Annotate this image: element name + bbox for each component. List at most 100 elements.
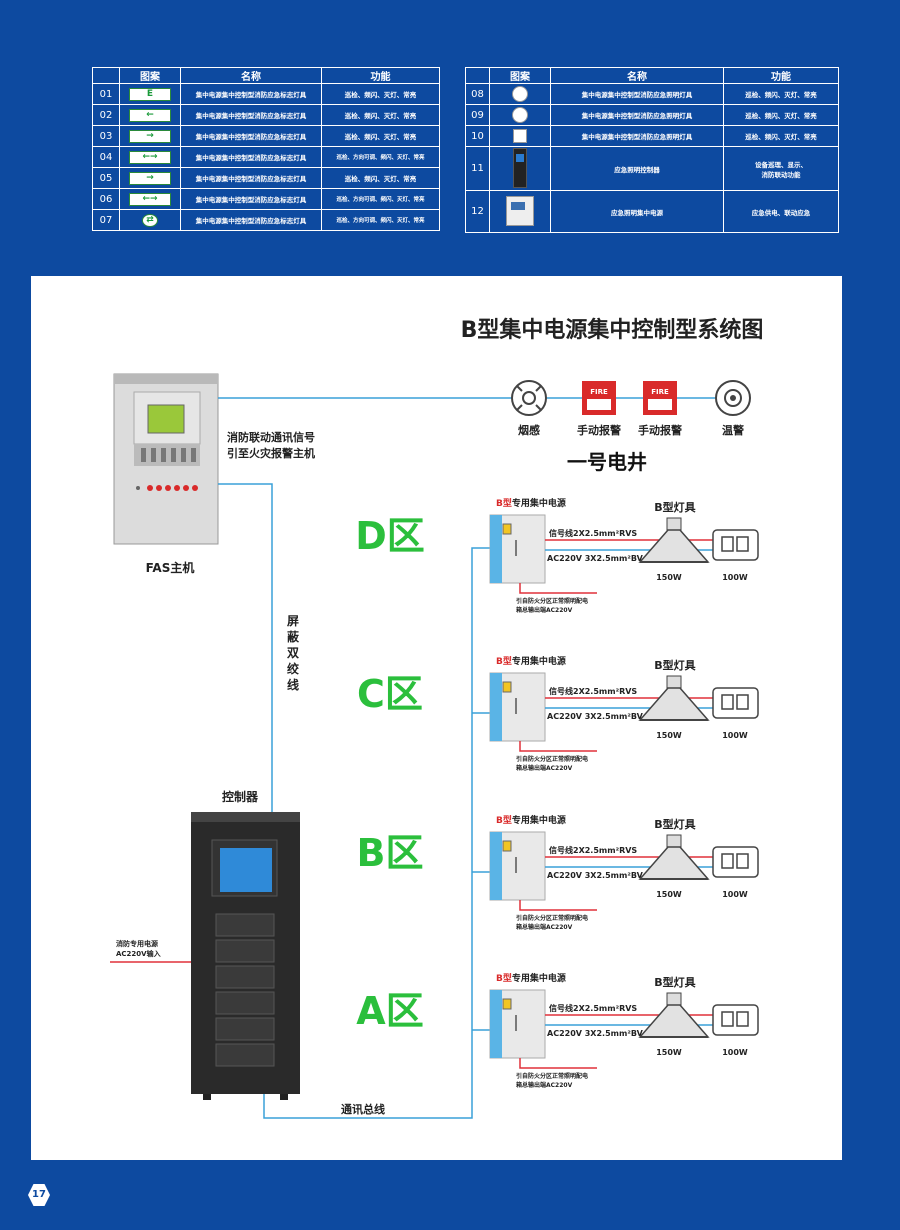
signal-line-label: 信号线2X2.5mm²RVS [549, 528, 637, 538]
power-supply-stripe [490, 990, 502, 1058]
lamp-wattage: 150W [656, 731, 682, 740]
row-function-line1: 设备巡理、显示、 [755, 160, 807, 169]
signal-line-label: 信号线2X2.5mm²RVS [549, 845, 637, 855]
sign-wattage: 100W [722, 573, 748, 582]
signal-line-label: 信号线2X2.5mm²RVS [549, 686, 637, 696]
lamp-label: B型灯具 [654, 817, 695, 831]
device-label: 手动报警 [638, 423, 682, 437]
system-diagram: B型集中电源集中控制型系统图 FAS主机 消防联动通讯信号 引至火灾报警主机 F… [110, 317, 764, 1119]
alarm-fire-text: FIRE [590, 388, 608, 396]
zone-label: A区 [356, 989, 423, 1033]
row-function: 巡检、频闪、灭灯、常亮 [321, 125, 440, 147]
bus-label: 通讯总线 [341, 1102, 385, 1116]
row-number: 01 [92, 83, 120, 105]
power-line-label: AC220V 3X2.5mm²BV [547, 1029, 644, 1038]
header-pattern: 图案 [119, 67, 181, 84]
row-name: 集中电源集中控制型消防应急标志灯具 [180, 83, 322, 105]
twisted-pair-line [218, 483, 273, 812]
zone-label: C区 [357, 672, 423, 716]
row-number: 06 [92, 188, 120, 210]
row-function: 巡检、频闪、灭灯、常亮 [723, 83, 839, 105]
lamp-cap [666, 517, 682, 531]
light-cell-left [721, 853, 734, 869]
lamp-wattage: 150W [656, 1048, 682, 1057]
device-label: 温警 [722, 423, 744, 437]
mains-wire [519, 583, 597, 594]
sign-wattage: 100W [722, 731, 748, 740]
row-name: 集中电源集中控制型消防应急照明灯具 [550, 125, 724, 147]
row-function: 巡检、频闪、灭灯、常亮 [723, 125, 839, 147]
alarm-fire-text: FIRE [651, 388, 669, 396]
row-number: 03 [92, 125, 120, 147]
row-number: 11 [465, 146, 490, 191]
power-supply-indicator [502, 998, 512, 1010]
mains-wire [519, 741, 597, 752]
power-line-label: AC220V 3X2.5mm²BV [547, 871, 644, 880]
square-light-icon [489, 125, 551, 147]
device-label: 烟感 [518, 423, 540, 437]
fas-signal-line1: 消防联动通讯信号 [227, 430, 315, 444]
table-row: 02←集中电源集中控制型消防应急标志灯具巡检、频闪、灭灯、常亮 [92, 104, 440, 126]
arrow-right-sign-icon: → [119, 167, 181, 189]
lamp-cap [666, 675, 682, 689]
power-supply-stripe [490, 673, 502, 741]
header-name: 名称 [550, 67, 724, 84]
table-row: 04←→集中电源集中控制型消防应急标志灯具巡检、方向可调、频闪、灭灯、常亮 [92, 146, 440, 168]
power-supply-indicator [502, 523, 512, 535]
power-supply-label: B型专用集中电源 [496, 497, 566, 509]
row-function: 巡检、方向可调、频闪、灭灯、常亮 [321, 146, 440, 168]
row-function: 应急供电、联动应急 [723, 190, 839, 233]
light-cell-right [736, 536, 749, 552]
lamp-label: B型灯具 [654, 500, 695, 514]
controller-label: 控制器 [222, 789, 259, 804]
zone-label: B区 [357, 831, 424, 875]
row-function: 巡检、方向可调、频闪、灭灯、常亮 [321, 209, 440, 231]
row-name: 应急照明控制器 [550, 146, 724, 191]
mains-note-line2: 箱总输出端AC220V [516, 764, 573, 772]
light-cell-left [721, 1011, 734, 1027]
high-bay-lamp-icon [638, 1004, 710, 1038]
row-name: 集中电源集中控制型消防应急标志灯具 [180, 104, 322, 126]
twisted-pair-label-char: 绞 [287, 661, 299, 676]
diagram-panel: B型集中电源集中控制型系统图 FAS主机 消防联动通讯信号 引至火灾报警主机 F… [31, 276, 842, 1160]
round-light-icon [489, 104, 551, 126]
exit-sign-icon: E [119, 83, 181, 105]
power-box-icon [489, 190, 551, 233]
shaft-label: 一号电井 [567, 450, 647, 474]
mains-wire [519, 1058, 597, 1069]
sign-wattage: 100W [722, 1048, 748, 1057]
signal-line-label: 信号线2X2.5mm²RVS [549, 1003, 637, 1013]
mains-wire [519, 900, 597, 911]
controller-screen [220, 848, 272, 892]
lamp-cap [666, 834, 682, 848]
lamp-wattage: 150W [656, 890, 682, 899]
header-function: 功能 [723, 67, 839, 84]
bidirectional-sign-icon: ←→ [119, 146, 181, 168]
high-bay-lamp-icon [638, 687, 710, 721]
row-number: 04 [92, 146, 120, 168]
round-light-icon [489, 83, 551, 105]
row-function: 巡检、频闪、灭灯、常亮 [321, 104, 440, 126]
emergency-light-icon [712, 1004, 759, 1036]
mains-note-line2: 箱总输出端AC220V [516, 923, 573, 931]
comm-bus-line [263, 547, 490, 1119]
fas-screen [147, 404, 185, 434]
sign-wattage: 100W [722, 890, 748, 899]
zone-label: D区 [355, 514, 425, 558]
row-function: 巡检、频闪、灭灯、常亮 [321, 83, 440, 105]
diagram-title: B型集中电源集中控制型系统图 [461, 317, 764, 343]
mains-note-line2: 箱总输出端AC220V [516, 606, 573, 614]
row-number: 05 [92, 167, 120, 189]
heat-detector-icon [715, 380, 751, 416]
lamp-label: B型灯具 [654, 658, 695, 672]
lamp-label: B型灯具 [654, 975, 695, 989]
row-name: 集中电源集中控制型消防应急照明灯具 [550, 83, 724, 105]
mains-note-line2: 箱总输出端AC220V [516, 1081, 573, 1089]
